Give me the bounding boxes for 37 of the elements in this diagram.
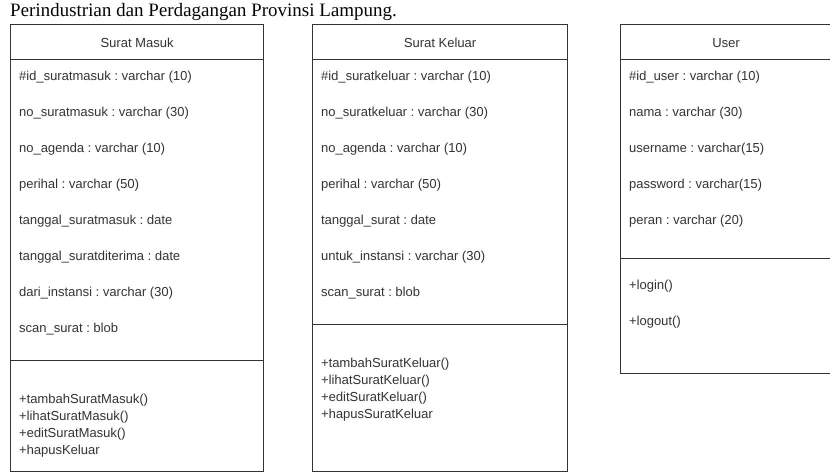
method-text: +hapusSuratKeluar [321,406,433,422]
attribute-text: perihal : varchar (50) [19,176,139,192]
attribute-text: tanggal_suratmasuk : date [19,212,172,228]
attribute-text: tanggal_surat : date [321,212,436,228]
attribute-text: no_agenda : varchar (10) [321,140,467,156]
method-text: +lihatSuratKeluar() [321,372,430,388]
method-text: +tambahSuratMasuk() [19,391,148,407]
attribute-text: username : varchar(15) [629,140,764,156]
attribute-text: #id_suratmasuk : varchar (10) [19,68,192,84]
attribute-text: #id_user : varchar (10) [629,68,760,84]
attribute-text: password : varchar(15) [629,176,762,192]
attribute-text: no_agenda : varchar (10) [19,140,165,156]
method-text: +editSuratMasuk() [19,425,126,441]
attribute-text: #id_suratkeluar : varchar (10) [321,68,491,84]
class-box [312,24,568,472]
attribute-text: scan_surat : blob [321,284,420,300]
method-text: +logout() [629,313,681,329]
class-name: Surat Keluar [313,25,567,60]
class-box [10,24,264,472]
attribute-text: scan_surat : blob [19,320,118,336]
attribute-text: nama : varchar (30) [629,104,742,120]
class-name: User [621,25,830,60]
heading-text: Perindustrian dan Perdagangan Provinsi Lampung. [10,0,397,21]
attribute-text: dari_instansi : varchar (30) [19,284,173,300]
class-box [620,24,830,374]
method-text: +editSuratKeluar() [321,389,427,405]
method-text: +lihatSuratMasuk() [19,408,128,424]
attribute-text: no_suratmasuk : varchar (30) [19,104,189,120]
method-text: +tambahSuratKeluar() [321,355,450,371]
class-name: Surat Masuk [11,25,263,60]
attribute-text: untuk_instansi : varchar (30) [321,248,486,264]
attribute-text: no_suratkeluar : varchar (30) [321,104,488,120]
attribute-text: perihal : varchar (50) [321,176,441,192]
method-text: +hapusKeluar [19,442,100,458]
method-text: +login() [629,277,673,293]
attribute-text: tanggal_suratditerima : date [19,248,180,264]
attribute-text: peran : varchar (20) [629,212,744,228]
